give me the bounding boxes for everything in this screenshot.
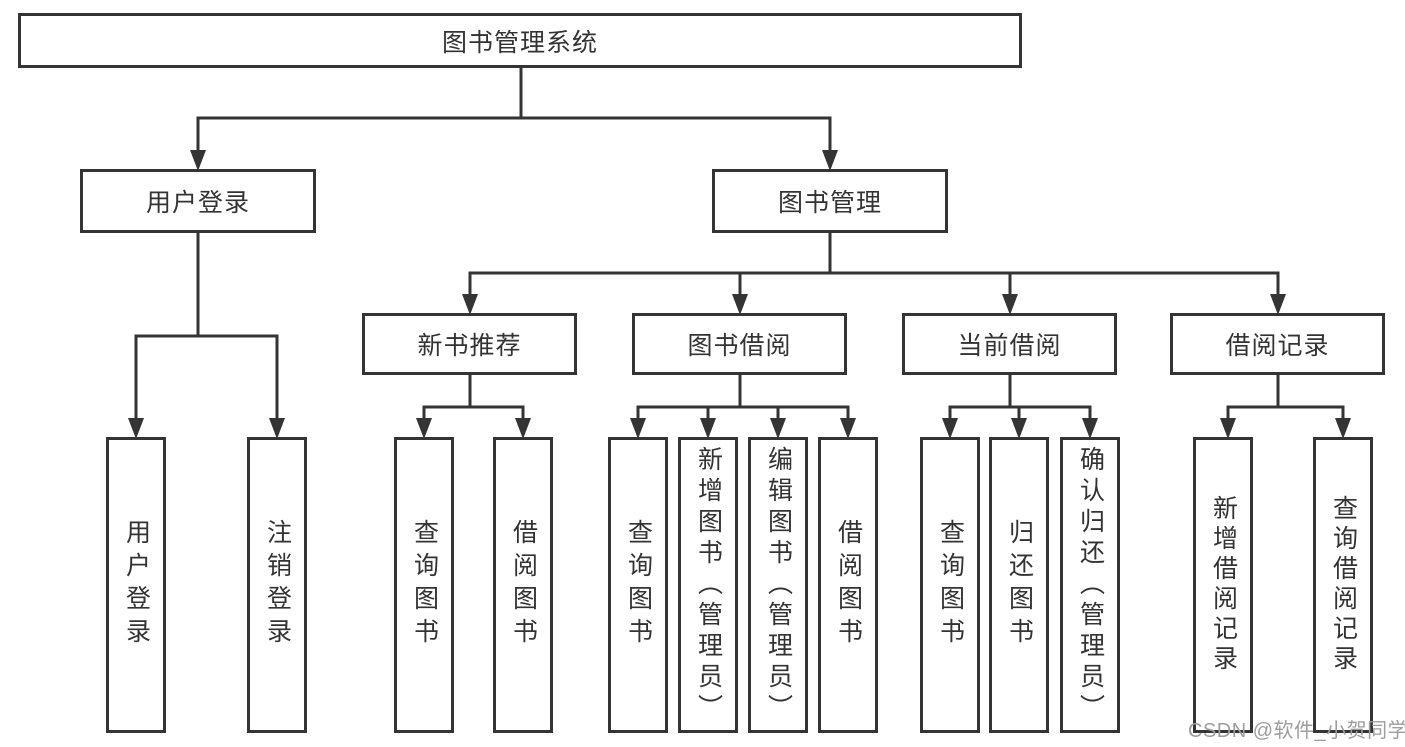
leaf-query-borrow-record: 查询借阅记录 <box>1313 437 1373 733</box>
node-label: 归还图书 <box>1005 519 1034 651</box>
arrow-down-icon <box>700 418 716 439</box>
connector-borrowing-records-to-leaves <box>1220 374 1351 439</box>
leaf-query-books-recommend: 查询图书 <box>394 437 454 733</box>
arrow-down-icon <box>840 418 856 439</box>
leaf-add-book-admin: 新增图书（管理员） <box>678 437 738 733</box>
leaf-query-books-current: 查询图书 <box>920 437 980 733</box>
node-label: 新书推荐 <box>417 332 522 360</box>
connector-line <box>636 405 850 420</box>
node-new-book-recommendation: 新书推荐 <box>362 313 577 375</box>
node-label: 新增借阅记录 <box>1209 495 1238 675</box>
arrow-down-icon <box>515 418 531 439</box>
leaf-logout: 注销登录 <box>247 437 307 733</box>
arrow-down-icon <box>732 294 748 315</box>
node-label: 当前借阅 <box>957 332 1062 360</box>
leaf-borrow-books-recommend: 借阅图书 <box>493 437 553 733</box>
arrow-down-icon <box>1082 418 1098 439</box>
connector-root-to-level2 <box>190 66 838 171</box>
connector-user-login-to-leaves <box>128 231 285 439</box>
arrow-down-icon <box>942 418 958 439</box>
node-borrowing-records: 借阅记录 <box>1170 313 1385 375</box>
connector-new-book-rec-to-leaves <box>416 374 531 439</box>
arrow-down-icon <box>1335 418 1351 439</box>
leaf-query-books-borrowing: 查询图书 <box>608 437 668 733</box>
node-book-management: 图书管理 <box>712 169 948 233</box>
node-label: 编辑图书（管理员） <box>764 445 793 725</box>
leaf-add-borrow-record: 新增借阅记录 <box>1193 437 1253 733</box>
node-label: 查询图书 <box>410 519 439 651</box>
node-label: 借阅记录 <box>1225 332 1330 360</box>
node-label: 查询图书 <box>624 519 653 651</box>
connector-line <box>468 271 1280 296</box>
arrow-down-icon <box>128 418 144 439</box>
connector-line <box>196 116 832 152</box>
watermark: CSDN @软件_小贺同学 <box>1188 720 1405 742</box>
arrow-down-icon <box>190 150 206 171</box>
node-label: 借阅图书 <box>509 519 538 651</box>
node-label: 用户登录 <box>122 519 151 651</box>
node-label: 确认归还（管理员） <box>1076 445 1105 725</box>
arrow-down-icon <box>630 418 646 439</box>
node-book-borrowing: 图书借阅 <box>632 313 847 375</box>
arrow-down-icon <box>1011 418 1027 439</box>
node-label: 用户登录 <box>145 189 250 217</box>
leaf-edit-book-admin: 编辑图书（管理员） <box>748 437 808 733</box>
node-label: 图书借阅 <box>687 332 792 360</box>
node-label: 查询图书 <box>936 519 965 651</box>
connector-book-management-to-level3 <box>462 231 1286 315</box>
node-user-login: 用户登录 <box>80 169 316 233</box>
node-label: 图书管理 <box>777 189 882 217</box>
connector-line <box>134 334 279 420</box>
leaf-borrow-books-borrowing: 借阅图书 <box>818 437 878 733</box>
arrow-down-icon <box>822 150 838 171</box>
connector-line <box>948 405 1092 420</box>
node-label: 查询借阅记录 <box>1329 495 1358 675</box>
node-label: 图书管理系统 <box>441 28 598 57</box>
connector-line <box>1226 405 1345 420</box>
connector-book-borrowing-to-leaves <box>630 374 856 439</box>
connector-line <box>422 405 525 420</box>
node-library-management-system: 图书管理系统 <box>18 13 1022 68</box>
arrow-down-icon <box>462 294 478 315</box>
leaf-user-login: 用户登录 <box>106 437 166 733</box>
connector-current-borrowing-to-leaves <box>942 374 1098 439</box>
node-current-borrowing: 当前借阅 <box>902 313 1117 375</box>
arrow-down-icon <box>269 418 285 439</box>
arrow-down-icon <box>1220 418 1236 439</box>
arrow-down-icon <box>1002 294 1018 315</box>
arrow-down-icon <box>416 418 432 439</box>
node-label: 借阅图书 <box>834 519 863 651</box>
leaf-confirm-return-admin: 确认归还（管理员） <box>1060 437 1120 733</box>
node-label: 新增图书（管理员） <box>694 445 723 725</box>
leaf-return-book: 归还图书 <box>989 437 1049 733</box>
node-label: 注销登录 <box>263 519 292 651</box>
arrow-down-icon <box>770 418 786 439</box>
arrow-down-icon <box>1270 294 1286 315</box>
